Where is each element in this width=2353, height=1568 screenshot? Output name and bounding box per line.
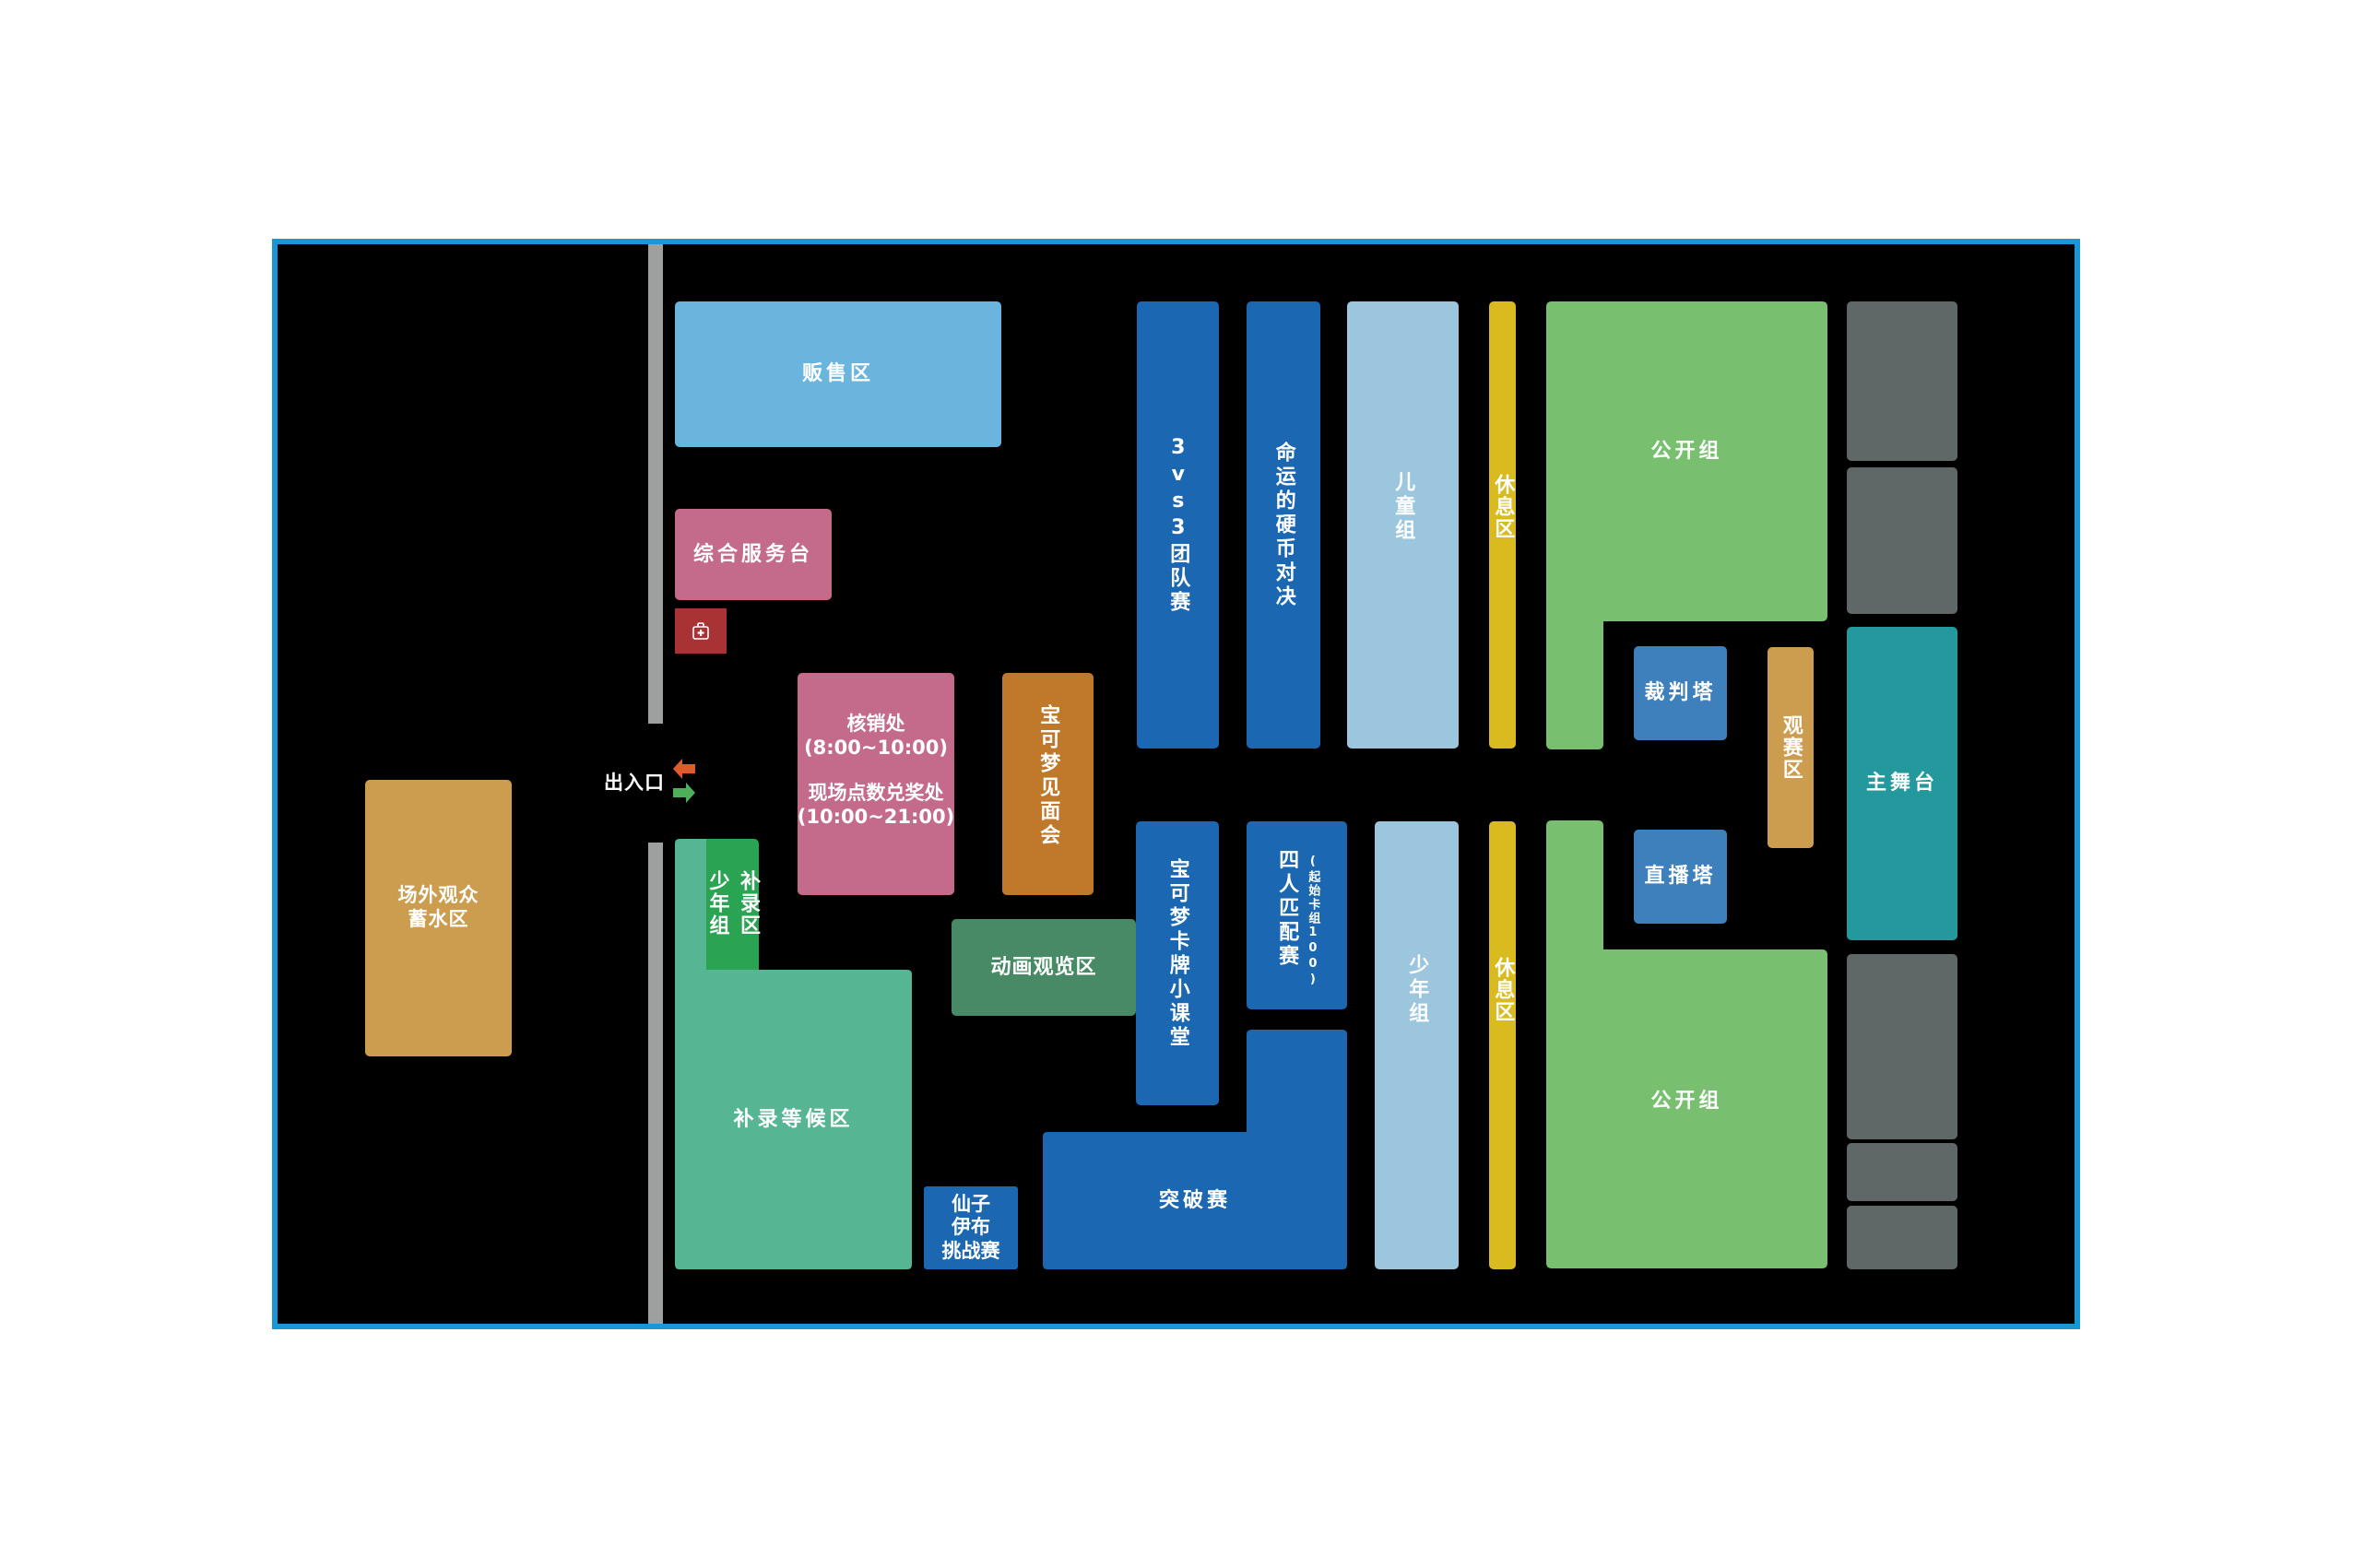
first-aid-station[interactable] <box>675 608 727 654</box>
gray-block-2 <box>1847 467 1957 614</box>
entrance-label: 出入口 <box>604 772 665 794</box>
junior-makeup-col2: 补录区 <box>737 870 760 937</box>
zone-broadcast-tower[interactable]: 直播塔 <box>1634 830 1727 924</box>
gray-block-4 <box>1847 1143 1957 1201</box>
zone-service-desk[interactable]: 综合服务台 <box>675 509 832 600</box>
zone-outside-audience[interactable]: 场外观众 蓄水区 <box>365 780 512 1056</box>
zone-four-player[interactable]: 四人匹配赛 (起始卡组100) <box>1247 821 1347 1009</box>
zone-junior-group[interactable]: 少年组 <box>1375 821 1459 1269</box>
zone-card-class[interactable]: 宝可梦卡牌小课堂 <box>1136 821 1219 1105</box>
gray-block-5 <box>1847 1206 1957 1269</box>
zone-makeup-waiting[interactable] <box>675 839 913 1269</box>
wall-upper <box>648 244 663 724</box>
arrow-right-icon <box>673 783 695 803</box>
zone-team-3v3[interactable]: 3vs3团队赛 <box>1137 301 1219 749</box>
prize-redemption-title: 现场点数兑奖处 <box>808 781 944 804</box>
zone-rest-area-bottom[interactable]: 休息区 <box>1489 821 1516 1269</box>
zone-junior-makeup[interactable]: 少年组 补录区 <box>705 839 760 970</box>
verification-hours: (8:00~10:00) <box>804 737 948 760</box>
zone-rest-area-top[interactable]: 休息区 <box>1489 301 1516 749</box>
zone-anime-viewing[interactable]: 动画观览区 <box>952 919 1136 1016</box>
zone-sales[interactable]: 贩售区 <box>675 301 1001 447</box>
zone-main-stage[interactable]: 主舞台 <box>1847 627 1957 940</box>
gray-block-1 <box>1847 301 1957 461</box>
zone-pokemon-meet[interactable]: 宝可梦见面会 <box>1002 673 1094 895</box>
junior-makeup-col1: 少年组 <box>705 870 729 937</box>
zone-coin-duel[interactable]: 命运的硬币对决 <box>1247 301 1320 749</box>
wall-lower <box>648 843 663 1324</box>
zone-sylveon-challenge[interactable]: 仙子 伊布 挑战赛 <box>924 1186 1018 1269</box>
zone-watch-area[interactable]: 观赛区 <box>1768 647 1814 848</box>
zone-open-group-top[interactable] <box>1546 301 1828 750</box>
arrow-left-icon <box>673 759 695 779</box>
zone-open-group-bottom[interactable] <box>1546 820 1828 1269</box>
zone-breakthrough[interactable] <box>1043 1030 1348 1269</box>
zone-referee-tower[interactable]: 裁判塔 <box>1634 646 1727 740</box>
four-player-label: 四人匹配赛 <box>1275 849 1299 969</box>
prize-redemption-hours: (10:00~21:00) <box>797 805 955 828</box>
zone-verification[interactable]: 核销处 (8:00~10:00) 现场点数兑奖处 (10:00~21:00) <box>798 673 954 895</box>
gray-block-3 <box>1847 954 1957 1139</box>
first-aid-kit-icon <box>692 621 709 640</box>
verification-title: 核销处 <box>846 713 905 735</box>
four-player-note: (起始卡组100) <box>1306 855 1320 988</box>
zone-kids-group[interactable]: 儿童组 <box>1347 301 1459 749</box>
